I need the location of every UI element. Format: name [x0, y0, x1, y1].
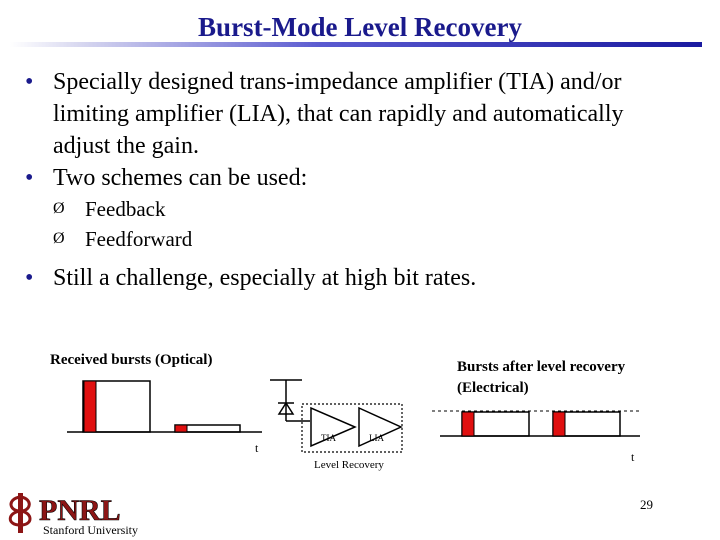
sub-bullet-text: Feedback	[85, 197, 166, 221]
bullet-list: • Specially designed trans-impedance amp…	[25, 66, 685, 294]
tall-burst-outline	[82, 380, 151, 433]
after-recovery-label-line2: (Electrical)	[457, 380, 529, 396]
recovered-burst-1-marker	[461, 411, 475, 437]
recovered-burst-2-outline	[552, 411, 621, 437]
bullet-item: • Two schemes can be used:	[25, 162, 685, 194]
recovered-burst-2-marker	[552, 411, 566, 437]
pnrl-logo: PNRL Stanford University	[8, 493, 138, 537]
sub-bullet-arrow-icon: Ø	[53, 200, 65, 217]
logo-wordmark: PNRL	[39, 494, 121, 527]
slide-title: Burst-Mode Level Recovery	[198, 12, 522, 42]
title-underline	[10, 42, 702, 47]
bullet-dot-icon: •	[25, 265, 34, 291]
sub-bullet-item: Ø Feedback	[25, 194, 685, 224]
after-recovery-label-line1: Bursts after level recovery	[457, 359, 626, 375]
bullet-item: • Specially designed trans-impedance amp…	[25, 66, 685, 162]
sub-bullet-text: Feedforward	[85, 227, 193, 251]
bullet-dot-icon: •	[25, 165, 34, 191]
left-axis-t-label: t	[255, 441, 259, 455]
sub-bullet-arrow-icon: Ø	[53, 230, 65, 247]
tall-burst-marker	[83, 380, 97, 433]
bullet-text: Two schemes can be used:	[53, 165, 308, 191]
bullet-dot-icon: •	[25, 69, 34, 95]
recovered-burst-1-outline	[461, 411, 530, 437]
tia-label: TIA	[321, 433, 336, 443]
lia-label: LIA	[369, 433, 384, 443]
short-burst-marker	[174, 424, 188, 433]
level-recovery-label: Level Recovery	[314, 459, 384, 471]
bullet-text: Still a challenge, especially at high bi…	[53, 265, 477, 291]
lia-amplifier-icon	[358, 406, 403, 448]
tia-amplifier-icon	[310, 406, 357, 448]
right-axis-t-label: t	[631, 450, 635, 464]
level-recovery-box	[301, 403, 403, 453]
sub-bullet-item: Ø Feedforward	[25, 224, 685, 254]
bullet-text: Specially designed trans-impedance ampli…	[53, 69, 624, 159]
logo-tree-icon	[8, 493, 32, 533]
received-bursts-label: Received bursts (Optical)	[50, 352, 212, 368]
short-burst-outline	[174, 424, 241, 433]
page-number: 29	[640, 497, 653, 512]
logo-subtitle: Stanford University	[43, 523, 138, 537]
photodiode-icon	[277, 401, 295, 415]
bullet-item: • Still a challenge, especially at high …	[25, 262, 685, 294]
